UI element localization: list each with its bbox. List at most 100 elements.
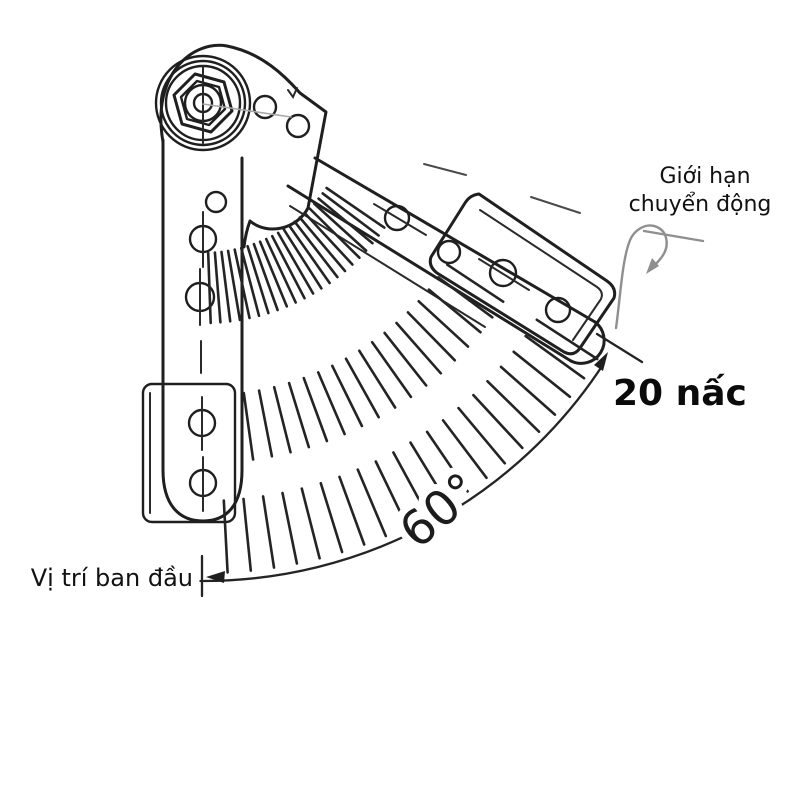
ratchet-tick [499, 365, 557, 416]
ratchet-tick [303, 211, 354, 266]
ratchet-tick [298, 216, 347, 273]
ratchet-tick [300, 487, 321, 560]
rotation-limit-arrowhead [646, 258, 659, 274]
ratchet-tick [395, 321, 443, 375]
ratchet-tick [282, 228, 323, 290]
pivot-reference-line [202, 103, 292, 118]
ratchet-tick [472, 393, 524, 450]
ratchet-tick [226, 249, 242, 322]
ratchet-tick [356, 468, 388, 538]
ratchet-tick [441, 419, 488, 480]
angled-arm-upper-edge [313, 156, 597, 324]
ratchet-tick [486, 379, 541, 434]
ratchet-tick [370, 340, 413, 399]
ratchet-tick [258, 240, 289, 308]
ratchet-tick [437, 276, 494, 319]
ratchet-tick [344, 357, 381, 419]
ratchet-tick [374, 460, 409, 528]
ratchet-tick [319, 481, 344, 554]
ratchet-tick [220, 250, 232, 323]
notch-count-label: 20 nấc [613, 373, 747, 414]
ratchet-tick [325, 186, 386, 229]
initial-position-label: Vị trí ban đầu [31, 564, 193, 592]
vertical-arm [141, 138, 244, 524]
rotation-limit-indicator [614, 224, 705, 330]
ratchet-tick [261, 495, 276, 569]
ratchet-tick [252, 242, 279, 312]
ratchet-tick [272, 385, 292, 454]
fan-band-middle [242, 263, 505, 461]
motion-accent-line-2 [530, 196, 581, 214]
end-bracket-hole-1-centerline [478, 258, 530, 291]
ratchet-tick [287, 381, 311, 449]
ratchet-tick [383, 331, 428, 387]
ratchet-tick [246, 244, 270, 315]
dimension-arrowhead-top [594, 352, 608, 371]
ratchet-tick [524, 334, 586, 380]
pivot-hex-nut-inner [179, 79, 227, 127]
head-plate-hole-2 [285, 113, 311, 139]
ratchet-tick [321, 192, 380, 237]
ratchet-tick [417, 299, 470, 348]
ratchet-tick [308, 207, 361, 260]
ratchet-tick [222, 499, 229, 574]
ratchet-tick [242, 391, 255, 461]
angled-arm-hole-1-centerline [373, 203, 427, 236]
angled-arm-lower-edge [286, 184, 573, 363]
ratchet-tick [457, 406, 507, 465]
angled-arm-hole-2 [436, 239, 462, 265]
arm-hole-small [204, 190, 228, 214]
ratchet-tick [392, 451, 430, 518]
angle-value-label: 60° [389, 462, 490, 560]
arm-end-extension-line [595, 332, 644, 364]
linkage-drawing [141, 43, 617, 524]
pivot-ring-outer [154, 54, 252, 152]
angled-arm-inner-plate-edge [289, 205, 486, 328]
ratchet-tick [357, 349, 397, 409]
dimension-arrowhead-bottom [206, 571, 225, 583]
end-mounting-bracket [428, 192, 617, 356]
motion-accent-lines [423, 163, 581, 214]
pivot-hex-nut-outer [172, 72, 234, 134]
motion-limit-label-line2: chuyển động [629, 192, 772, 217]
rotation-limit-curl-arrow [614, 224, 668, 330]
angled-arm-hole-1 [383, 204, 411, 232]
ratchet-tick [535, 318, 599, 361]
head-plate-hole-1 [252, 94, 278, 120]
angled-arm [286, 156, 617, 365]
end-bracket-hole-2 [544, 296, 572, 324]
ratchet-tick [293, 220, 339, 279]
ratchet-tick [242, 497, 253, 572]
fan-band-notch [222, 318, 599, 574]
ratchet-tick [317, 197, 374, 245]
ratchet-tick [338, 475, 366, 546]
ratchet-tick [233, 248, 251, 320]
angle-dimension [199, 332, 644, 598]
ratchet-tick [330, 364, 364, 428]
ratchet-tick [427, 288, 482, 334]
fan-band-inner [206, 186, 386, 325]
ratchet-tick [257, 389, 274, 458]
rotation-limit-tangent-line [642, 229, 705, 243]
ratchet-tick [445, 263, 505, 304]
end-bracket-inner-edge [479, 209, 603, 341]
ratchet-tick [239, 246, 261, 318]
motion-limit-label-line1: Giới hạn [659, 164, 750, 189]
ratchet-tick-fans [206, 186, 599, 574]
ratchet-tick [287, 224, 331, 285]
ratchet-tick [281, 491, 299, 565]
ratchet-tick [302, 376, 329, 443]
ratchet-tick [270, 234, 306, 300]
bottom-mounting-bracket [141, 382, 237, 524]
ratchet-tick [512, 350, 572, 399]
pivot-ring-3 [159, 59, 247, 147]
ratchet-tick [213, 251, 222, 324]
pivot-head-notch [287, 87, 298, 100]
end-bracket-hole-1 [488, 258, 518, 288]
ratchet-tick [409, 441, 450, 506]
ratchet-tick [316, 371, 346, 436]
motion-accent-line-1 [423, 163, 467, 176]
ratchet-tick [276, 231, 315, 295]
